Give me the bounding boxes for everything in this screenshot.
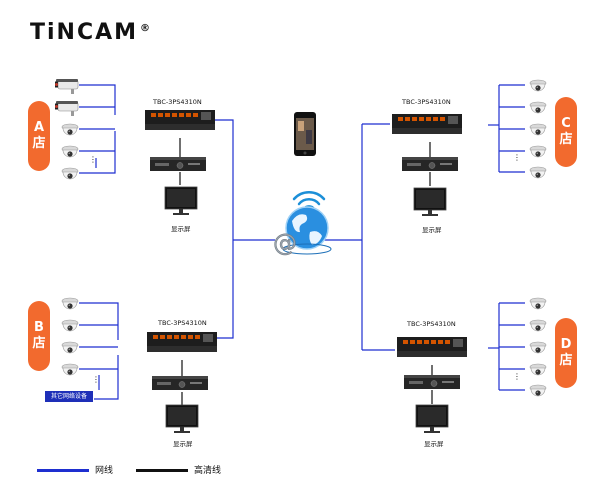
- store-badge-char: 店: [559, 132, 573, 147]
- bullet-camera-icon: [54, 100, 79, 117]
- switch-icon: [392, 114, 462, 134]
- store-badge-letter: B: [34, 320, 44, 335]
- monitor-icon: [165, 404, 199, 434]
- monitor-label: 显示屏: [171, 225, 191, 233]
- monitor-icon: [413, 187, 447, 217]
- dome-camera-icon: [529, 319, 547, 332]
- switch-icon: [147, 332, 217, 352]
- dome-camera-icon: [61, 167, 79, 180]
- store-badge-char: 店: [32, 136, 46, 151]
- store-c-cameras: [529, 79, 547, 179]
- monitor-label: 显示屏: [173, 440, 193, 448]
- store-badge-char: 店: [559, 353, 573, 368]
- store-a-cameras: [54, 78, 79, 180]
- dome-camera-icon: [529, 166, 547, 179]
- dome-camera-icon: [529, 79, 547, 92]
- store-badge-letter: C: [561, 116, 571, 131]
- switch-model-label: TBC-3PS4310N: [158, 319, 207, 327]
- smartphone-icon: [294, 112, 316, 156]
- registered-mark: ®: [140, 22, 151, 34]
- monitor-label: 显示屏: [422, 226, 442, 234]
- nvr-icon: [149, 156, 207, 172]
- dome-camera-icon: [529, 384, 547, 397]
- more-devices-ellipsis: ⋮: [92, 375, 100, 384]
- dome-camera-icon: [529, 363, 547, 376]
- dome-camera-icon: [529, 101, 547, 114]
- legend-network-label: 网线: [95, 466, 114, 476]
- store-b-cameras: [61, 297, 79, 376]
- store-badge-letter: D: [560, 337, 572, 352]
- more-devices-ellipsis: ⋮: [513, 153, 521, 162]
- monitor-icon: [415, 404, 449, 434]
- dome-camera-icon: [61, 123, 79, 136]
- internet-globe-icon: @: [273, 206, 332, 257]
- bullet-camera-icon: [54, 78, 79, 95]
- switch-icon: [397, 337, 467, 357]
- dome-camera-icon: [61, 341, 79, 354]
- switch-model-label: TBC-3PS4310N: [402, 98, 451, 106]
- legend-hdmi-label: 高清线: [194, 466, 222, 476]
- brand-logo: TiNCAM®: [30, 20, 150, 45]
- more-devices-ellipsis: ⋮: [89, 155, 97, 164]
- dome-camera-icon: [529, 297, 547, 310]
- switch-model-label: TBC-3PS4310N: [153, 98, 202, 106]
- switch-model-label: TBC-3PS4310N: [407, 320, 456, 328]
- monitor-label: 显示屏: [424, 440, 444, 448]
- brand-name: TiNCAM: [30, 20, 139, 45]
- dome-camera-icon: [529, 123, 547, 136]
- dome-camera-icon: [61, 363, 79, 376]
- nvr-icon: [401, 156, 459, 172]
- monitor-icon: [164, 186, 198, 216]
- dome-camera-icon: [61, 319, 79, 332]
- switch-icon: [145, 110, 215, 130]
- store-badge-letter: A: [33, 120, 45, 135]
- nvr-icon: [403, 374, 461, 390]
- store-d-cameras: [529, 297, 547, 397]
- svg-text:@: @: [273, 229, 297, 257]
- dome-camera-icon: [61, 145, 79, 158]
- legend-hdmi-line: [136, 469, 188, 472]
- dome-camera-icon: [61, 297, 79, 310]
- legend-network-line: [37, 469, 89, 472]
- other-network-devices-label: 其它网络设备: [45, 391, 93, 402]
- dome-camera-icon: [529, 145, 547, 158]
- nvr-icon: [151, 375, 209, 391]
- store-badge-char: 店: [32, 336, 46, 351]
- more-devices-ellipsis: ⋮: [513, 372, 521, 381]
- dome-camera-icon: [529, 341, 547, 354]
